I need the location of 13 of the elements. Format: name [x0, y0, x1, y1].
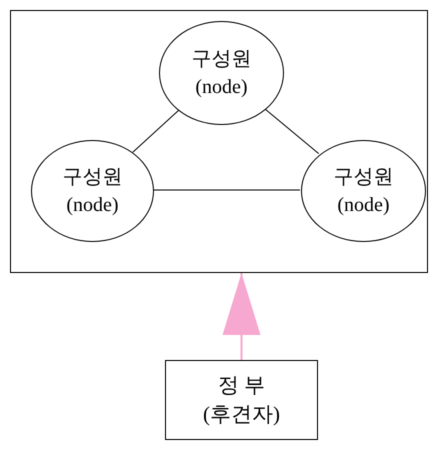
label-box [165, 360, 318, 440]
heading-text: 구성원 [334, 165, 394, 190]
connector-line [132, 110, 179, 153]
heading-text: 정 부 [218, 372, 266, 399]
subtitle-text: (node) [337, 193, 390, 218]
subtitle-text: (후견자) [203, 401, 280, 428]
subtitle-text: (node) [66, 193, 119, 218]
arrow [222, 273, 260, 360]
heading-text: 구성원 [62, 165, 122, 190]
frame-box [10, 10, 428, 273]
connector-line [264, 108, 320, 154]
heading-text: 구성원 [192, 47, 252, 72]
subtitle-text: (node) [195, 75, 248, 100]
